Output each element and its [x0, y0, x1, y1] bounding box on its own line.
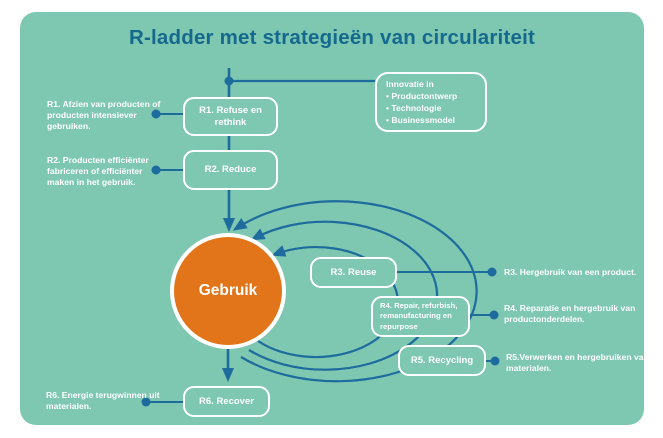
r2-note-dot — [151, 165, 161, 175]
note-r3: R3. Hergebruik van een product. — [504, 267, 637, 277]
note-r2: R2. Producten efficiënter fabriceren of … — [47, 155, 149, 188]
box-r3-reuse: R3. Reuse — [310, 257, 397, 288]
note-r4: R4. Reparatie en hergebruik van producto… — [504, 303, 636, 325]
r1-note-dot — [151, 109, 161, 119]
box-r5-label: R5. Recycling — [410, 354, 474, 366]
innovation-item-productontwerp: • Productontwerp — [386, 90, 458, 101]
box-r2-label: R2. Reduce — [204, 164, 257, 176]
innovation-branch-dot — [224, 76, 234, 86]
gebruik-label: Gebruik — [198, 282, 258, 299]
box-r2-reduce: R2. Reduce — [183, 150, 278, 190]
note-r6: R6. Energie terugwinnen uit materialen. — [46, 390, 160, 412]
box-r4-repair: R4. Repair, refurbish, remanufacturing e… — [371, 296, 470, 337]
note-r1: R1. Afzien van producten of producten in… — [47, 99, 161, 132]
box-r3-label: R3. Reuse — [330, 266, 377, 278]
box-r5-recycling: R5. Recycling — [398, 345, 486, 376]
diagram-title: R-ladder met strategieën van circularite… — [128, 26, 535, 49]
r5-note-dot — [490, 356, 500, 366]
box-r1-label: R1. Refuse en rethink — [199, 104, 262, 128]
box-innovation: Innovatie in • Productontwerp • Technolo… — [375, 72, 487, 132]
box-r4-label: R4. Repair, refurbish, remanufacturing e… — [380, 300, 458, 331]
box-r6-label: R6. Recover — [199, 395, 254, 407]
innovation-item-technologie: • Technologie — [386, 103, 442, 113]
r3-note-dot — [487, 267, 497, 277]
gebruik-circle: Gebruik — [170, 233, 286, 349]
loop-arc-outer-r5 — [232, 200, 478, 383]
innovation-title: Innovatie in — [386, 78, 434, 89]
r6-note-dot — [141, 397, 151, 407]
note-r5: R5.Verwerken en hergebruiken van materia… — [506, 352, 649, 374]
box-r6-recover: R6. Recover — [183, 386, 270, 417]
innovation-item-businessmodel: • Businessmodel — [386, 115, 455, 126]
box-r1-refuse-rethink: R1. Refuse en rethink — [183, 97, 278, 136]
r4-note-dot — [489, 310, 499, 320]
